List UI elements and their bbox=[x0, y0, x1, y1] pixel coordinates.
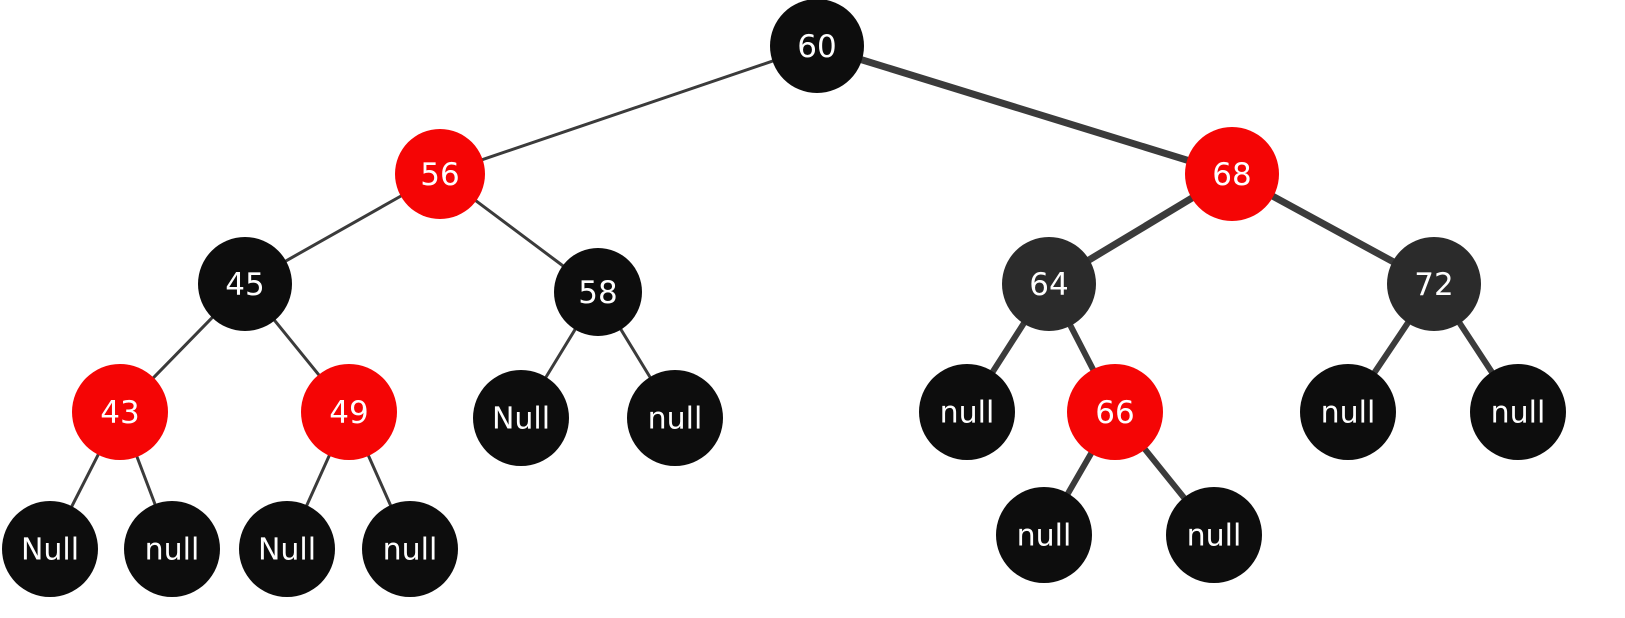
node-circle-n56[interactable] bbox=[395, 129, 485, 219]
tree-edge-n58-l58R bbox=[618, 326, 653, 381]
node-circle-n68[interactable] bbox=[1185, 127, 1279, 221]
tree-edge-n72-l72L bbox=[1370, 318, 1412, 377]
tree-node-null-l58R[interactable]: null bbox=[627, 370, 723, 466]
tree-edge-n60-n68 bbox=[856, 55, 1193, 165]
tree-node-null-l49L[interactable]: Null bbox=[239, 501, 335, 597]
tree-node-null-l43R[interactable]: null bbox=[124, 501, 220, 597]
tree-node-null-l49R[interactable]: null bbox=[362, 501, 458, 597]
node-label-n58: 58 bbox=[578, 275, 617, 311]
node-label-n56: 56 bbox=[420, 157, 459, 193]
node-label-l72L: null bbox=[1321, 396, 1376, 431]
node-circle-n43[interactable] bbox=[72, 364, 168, 460]
tree-edge-n68-n72 bbox=[1268, 192, 1398, 266]
node-circle-l43L[interactable] bbox=[2, 501, 98, 597]
node-label-n60: 60 bbox=[797, 29, 836, 65]
node-circle-n45[interactable] bbox=[198, 237, 292, 331]
tree-node-68-n68[interactable]: 68 bbox=[1185, 127, 1279, 221]
tree-edge-n43-l43R bbox=[134, 453, 158, 508]
node-circle-l43R[interactable] bbox=[124, 501, 220, 597]
node-label-l43R: null bbox=[145, 533, 200, 568]
node-label-l64L: null bbox=[940, 396, 995, 431]
node-label-n45: 45 bbox=[225, 267, 264, 303]
tree-node-null-l58L[interactable]: Null bbox=[473, 370, 569, 466]
tree-edge-n60-n56 bbox=[479, 58, 776, 162]
node-label-l66R: null bbox=[1187, 519, 1242, 554]
node-circle-l72R[interactable] bbox=[1470, 364, 1566, 460]
tree-node-null-l66R[interactable]: null bbox=[1166, 487, 1262, 583]
tree-edge-n72-l72R bbox=[1455, 318, 1496, 377]
tree-edge-n45-n49 bbox=[271, 317, 322, 378]
node-label-n66: 66 bbox=[1095, 395, 1134, 431]
node-label-l43L: Null bbox=[21, 533, 79, 568]
tree-edge-n66-l66R bbox=[1140, 444, 1189, 503]
node-label-l72R: null bbox=[1491, 396, 1546, 431]
node-circle-n60[interactable] bbox=[770, 0, 864, 93]
tree-node-56-n56[interactable]: 56 bbox=[395, 129, 485, 219]
tree-node-43-n43[interactable]: 43 bbox=[72, 364, 168, 460]
node-circle-l49R[interactable] bbox=[362, 501, 458, 597]
tree-node-66-n66[interactable]: 66 bbox=[1067, 364, 1163, 460]
node-label-l66L: null bbox=[1017, 519, 1072, 554]
node-label-n68: 68 bbox=[1212, 157, 1251, 193]
node-label-l49R: null bbox=[383, 533, 438, 568]
tree-edge-n43-l43L bbox=[69, 451, 101, 510]
node-circle-l49L[interactable] bbox=[239, 501, 335, 597]
tree-node-null-l43L[interactable]: Null bbox=[2, 501, 98, 597]
tree-node-null-l72R[interactable]: null bbox=[1470, 364, 1566, 460]
tree-node-null-l72L[interactable]: null bbox=[1300, 364, 1396, 460]
node-label-n64: 64 bbox=[1029, 267, 1068, 303]
tree-node-49-n49[interactable]: 49 bbox=[301, 364, 397, 460]
node-label-l58L: Null bbox=[492, 402, 550, 437]
tree-node-60-n60[interactable]: 60 bbox=[770, 0, 864, 93]
tree-node-null-l64L[interactable]: null bbox=[919, 364, 1015, 460]
tree-edge-n45-n43 bbox=[150, 314, 216, 381]
node-circle-n66[interactable] bbox=[1067, 364, 1163, 460]
tree-edge-n66-l66L bbox=[1063, 448, 1096, 499]
tree-edge-n49-l49R bbox=[366, 452, 393, 509]
node-label-n43: 43 bbox=[100, 395, 139, 431]
tree-node-null-l66L[interactable]: null bbox=[996, 487, 1092, 583]
tree-edge-n64-n66 bbox=[1066, 320, 1097, 375]
tree-edge-n56-n45 bbox=[282, 193, 405, 264]
tree-edge-n68-n64 bbox=[1084, 193, 1197, 265]
node-circle-l58L[interactable] bbox=[473, 370, 569, 466]
tree-node-64-n64[interactable]: 64 bbox=[1002, 237, 1096, 331]
node-label-l49L: Null bbox=[258, 533, 316, 568]
node-circle-n58[interactable] bbox=[554, 248, 642, 336]
node-label-l58R: null bbox=[648, 402, 703, 437]
tree-edge-n64-l64L bbox=[988, 318, 1028, 377]
tree-node-58-n58[interactable]: 58 bbox=[554, 248, 642, 336]
node-label-n49: 49 bbox=[329, 395, 368, 431]
node-circle-n64[interactable] bbox=[1002, 237, 1096, 331]
tree-node-45-n45[interactable]: 45 bbox=[198, 237, 292, 331]
node-label-n72: 72 bbox=[1414, 267, 1453, 303]
node-circle-l58R[interactable] bbox=[627, 370, 723, 466]
node-circle-l66R[interactable] bbox=[1166, 487, 1262, 583]
tree-edges-layer bbox=[69, 55, 1496, 510]
tree-node-72-n72[interactable]: 72 bbox=[1387, 237, 1481, 331]
node-circle-n72[interactable] bbox=[1387, 237, 1481, 331]
node-circle-l64L[interactable] bbox=[919, 364, 1015, 460]
node-circle-l66L[interactable] bbox=[996, 487, 1092, 583]
node-circle-n49[interactable] bbox=[301, 364, 397, 460]
node-circle-l72L[interactable] bbox=[1300, 364, 1396, 460]
tree-edge-n49-l49L bbox=[304, 452, 332, 509]
tree-edge-n56-n58 bbox=[472, 198, 566, 269]
tree-edge-n58-l58L bbox=[543, 326, 578, 381]
